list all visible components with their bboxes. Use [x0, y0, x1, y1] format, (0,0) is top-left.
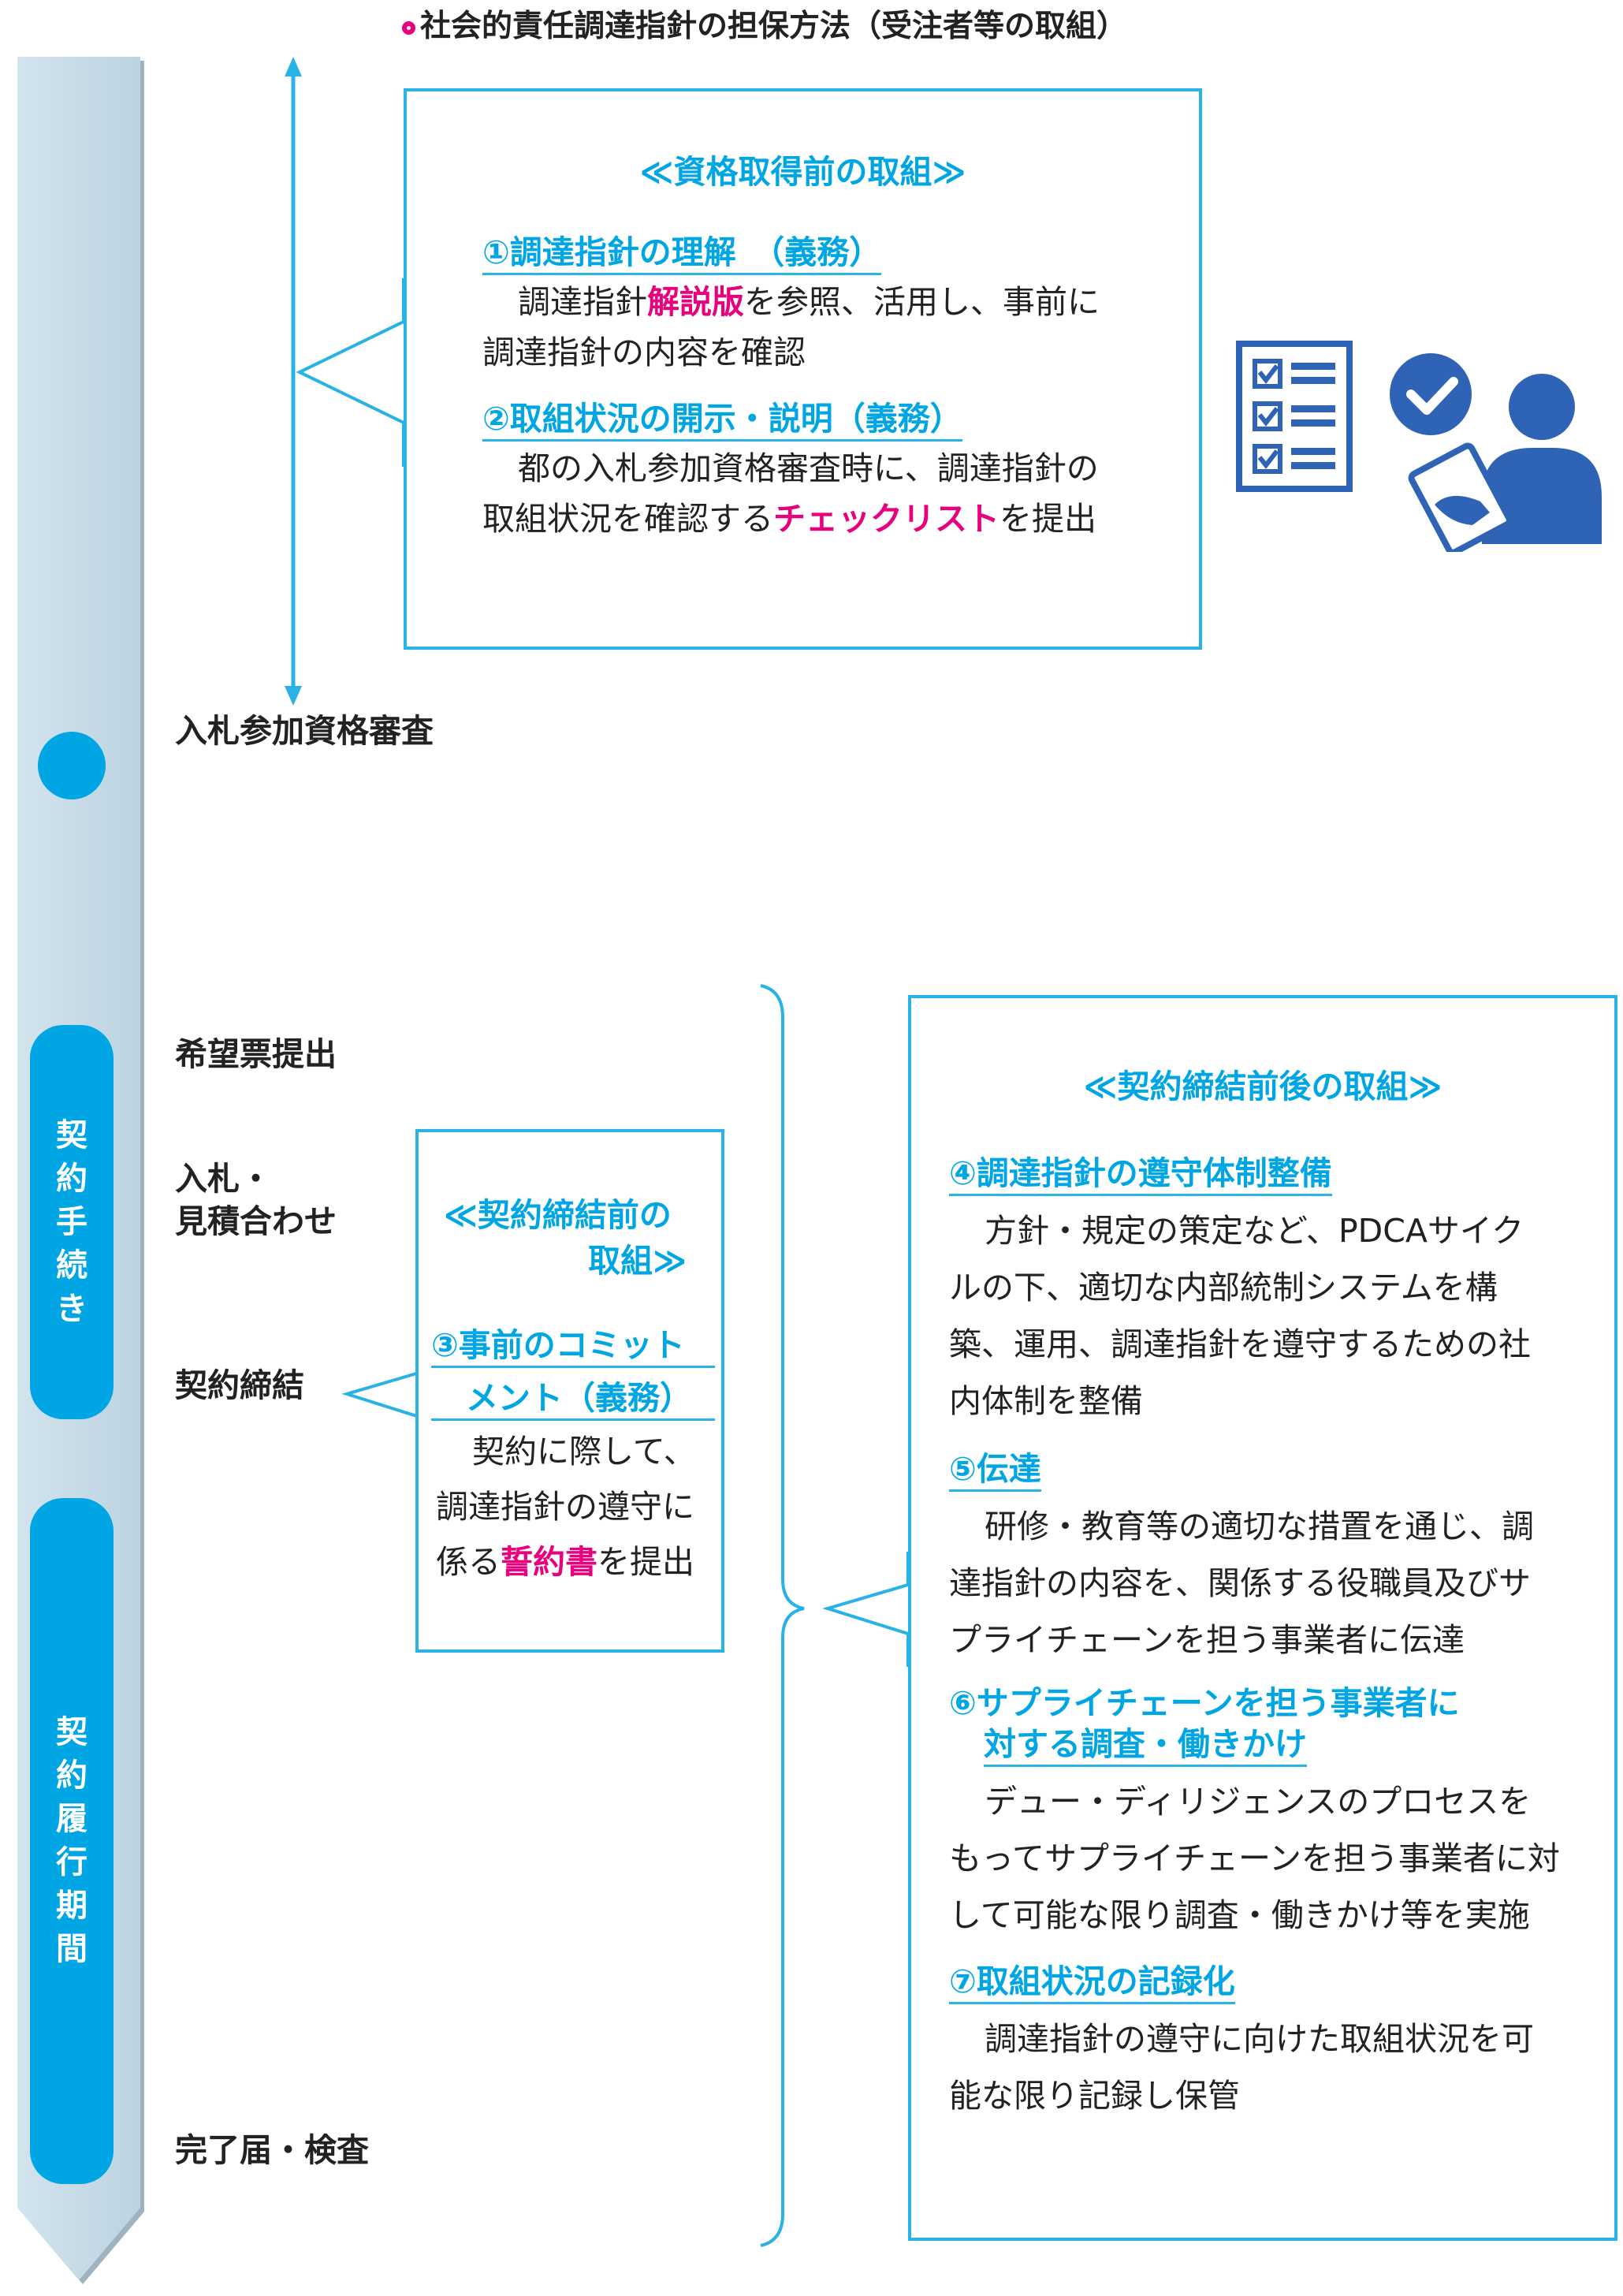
pill-char: 行 [56, 1844, 87, 1880]
item3-heading: ③事前のコミット メント（義務） [431, 1325, 715, 1421]
item7-text: 調達指針の遵守に向けた取組状況を可 能な限り記録し保管 [949, 2011, 1611, 2124]
qualification-marker [38, 732, 106, 800]
item2-text-a: 都の入札参加資格審査時に、調達指針の [518, 449, 1099, 487]
item3-text: 契約に際して、 調達指針の遵守に 係る誓約書を提出 [436, 1424, 720, 1590]
item3-heading-line1: ③事前のコミット [431, 1325, 715, 1368]
box-pre-contract-title-line2: 取組≫ [588, 1242, 687, 1280]
item5-line: プライチェーンを担う事業者に伝達 [949, 1621, 1465, 1659]
stage-bid-line1: 入札・ [175, 1160, 272, 1198]
item3-text-b: 調達指針の遵守に [436, 1488, 694, 1526]
item5-line: 達指針の内容を、関係する役職員及びサ [949, 1564, 1531, 1602]
checklist-icon [1236, 341, 1353, 492]
hollow-arrow-contract [341, 1340, 423, 1448]
person-with-check-icon [1390, 353, 1602, 552]
item2-text: 都の入札参加資格審査時に、調達指針の 取組状況を確認するチェックリストを提出 [482, 443, 1192, 544]
item5-text: 研修・教育等の適切な措置を通じ、調 達指針の内容を、関係する役職員及びサ プライ… [949, 1498, 1611, 1668]
stage-request: 希望票提出 [175, 1035, 337, 1073]
diagram-title: 社会的責任調達指針の担保方法（受注者等の取組） [402, 2, 1127, 46]
item6-line: デュー・ディリジェンスのプロセスを [985, 1783, 1532, 1821]
item2-text-b: 取組状況を確認する [482, 500, 773, 538]
pill-contract-procedure: 契 約 手 続 き [30, 1025, 114, 1419]
box-around-contract-title: ≪契約締結前後の取組≫ [1083, 1068, 1442, 1105]
pill-char: 履 [56, 1801, 87, 1837]
box-pre-qualification: ≪資格取得前の取組≫ ①調達指針の理解 （義務） 調達指針解説版を参照、活用し、… [404, 88, 1202, 650]
title-text: 社会的責任調達指針の担保方法（受注者等の取組） [420, 9, 1128, 44]
pill-char: 契 [56, 1714, 87, 1750]
item3-text-a: 契約に際して、 [472, 1433, 696, 1470]
item4-line: 方針・規定の策定など、PDCAサイク [985, 1212, 1524, 1250]
curly-brace [760, 984, 805, 2247]
stage-qualification: 入札参加資格審査 [175, 712, 434, 750]
item5-heading: ⑤伝達 [949, 1448, 1041, 1492]
pill-char: 期 [56, 1888, 87, 1924]
item6-line: して可能な限り調査・働きかけ等を実施 [949, 1896, 1530, 1934]
item7-heading: ⑦取組状況の記録化 [949, 1961, 1235, 2004]
item1-highlight: 解説版 [647, 283, 744, 321]
stage-bid: 入札・ 見積合わせ [175, 1157, 337, 1243]
box-pre-contract-title: ≪契約締結前の 取組≫ [434, 1192, 702, 1284]
item4-line: 築、運用、調達指針を遵守するための社 [949, 1325, 1531, 1363]
item1-text: 調達指針解説版を参照、活用し、事前に 調達指針の内容を確認 [482, 277, 1192, 378]
vertical-range-arrow [285, 57, 302, 706]
item1-text-c: 調達指針の内容を確認 [482, 334, 806, 371]
item4-heading: ④調達指針の遵守体制整備 [949, 1153, 1332, 1196]
pill-char: 手 [56, 1203, 87, 1240]
stage-bid-line2: 見積合わせ [175, 1202, 337, 1240]
item2-highlight: チェックリスト [773, 500, 999, 538]
pill-char: 続 [56, 1247, 87, 1284]
hollow-arrow-qualification [296, 278, 405, 467]
box-pre-qualification-title: ≪資格取得前の取組≫ [639, 153, 966, 191]
item6-line: もってサプライチェーンを担う事業者に対 [949, 1839, 1560, 1877]
bullet-ring-icon [402, 21, 415, 35]
item4-line: 内体制を整備 [949, 1382, 1143, 1420]
item6-heading-line2: 対する調査・働きかけ [984, 1724, 1307, 1767]
stage-contract: 契約締結 [175, 1366, 304, 1404]
item2-text-c: を提出 [999, 500, 1096, 538]
item1-text-b: を参照、活用し、事前に [744, 283, 1100, 321]
item3-text-d: を提出 [597, 1543, 694, 1581]
item6-heading: ⑥サプライチェーンを担う事業者に 対する調査・働きかけ [949, 1683, 1611, 1767]
box-pre-contract: ≪契約締結前の 取組≫ ③事前のコミット メント（義務） 契約に際して、 調達指… [415, 1129, 724, 1653]
item6-text: デュー・ディリジェンスのプロセスを もってサプライチェーンを担う事業者に対 して… [949, 1773, 1611, 1944]
item2-heading: ②取組状況の開示・説明（義務） [482, 398, 962, 442]
item3-text-c: 係る [436, 1543, 501, 1581]
pill-char: 間 [56, 1931, 87, 1967]
stage-complete: 完了届・検査 [175, 2131, 369, 2169]
pill-char: き [56, 1290, 87, 1327]
item3-highlight: 誓約書 [501, 1543, 597, 1581]
pill-contract-performance: 契 約 履 行 期 間 [30, 1498, 114, 2184]
item1-text-a: 調達指針 [518, 283, 647, 321]
item7-line: 調達指針の遵守に向けた取組状況を可 [985, 2020, 1534, 2058]
item1-heading: ①調達指針の理解 （義務） [482, 232, 882, 275]
item4-line: ルの下、適切な内部統制システムを構 [949, 1269, 1498, 1306]
box-pre-contract-title-line1: ≪契約締結前の [444, 1196, 672, 1234]
hollow-arrow-around [822, 1552, 910, 1667]
item3-heading-line2: メント（義務） [431, 1377, 715, 1421]
pill-char: 契 [56, 1116, 87, 1154]
item6-heading-line1: ⑥サプライチェーンを担う事業者に [949, 1684, 1460, 1722]
item5-line: 研修・教育等の適切な措置を通じ、調 [985, 1508, 1534, 1545]
box-around-contract: ≪契約締結前後の取組≫ ④調達指針の遵守体制整備 方針・規定の策定など、PDCA… [908, 995, 1617, 2241]
item4-text: 方針・規定の策定など、PDCAサイク ルの下、適切な内部統制システムを構 築、運… [949, 1202, 1611, 1429]
pill-char: 約 [56, 1757, 87, 1794]
item7-line: 能な限り記録し保管 [949, 2077, 1240, 2115]
pill-char: 約 [56, 1160, 87, 1197]
